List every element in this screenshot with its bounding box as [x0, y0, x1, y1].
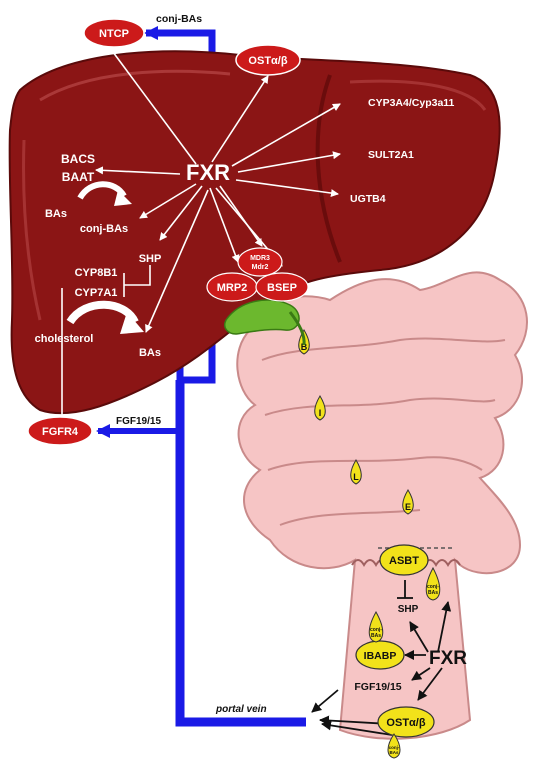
cyp7a1-label: CYP7A1	[75, 287, 118, 299]
conj-bas-liver-label: conj-BAs	[80, 223, 128, 235]
mrp2-transporter: MRP2	[207, 273, 257, 301]
cyp8b1-label: CYP8B1	[75, 267, 118, 279]
shp-intestine-label: SHP	[398, 604, 419, 615]
conj-bas-flow-label: conj-BAs	[156, 13, 202, 25]
svg-text:L: L	[353, 472, 359, 482]
ugtb4-label: UGTB4	[350, 193, 386, 205]
svg-text:FGFR4: FGFR4	[42, 426, 79, 438]
svg-text:ASBT: ASBT	[389, 555, 419, 567]
cyp3a4-label: CYP3A4/Cyp3a11	[368, 97, 455, 109]
svg-text:Mdr2: Mdr2	[252, 264, 269, 271]
portal-vein-label: portal vein	[215, 704, 267, 715]
ntcp-transporter: NTCP	[84, 19, 144, 47]
svg-text:I: I	[319, 408, 322, 418]
shp-liver-label: SHP	[139, 253, 162, 265]
bas-bottom-label: BAs	[139, 347, 161, 359]
svg-text:MDR3: MDR3	[250, 255, 270, 262]
svg-text:IBABP: IBABP	[364, 650, 397, 662]
svg-text:OSTα/β: OSTα/β	[248, 55, 287, 67]
ost-liver-transporter: OSTα/β	[236, 45, 300, 75]
bacs-label: BACS	[61, 152, 95, 166]
svg-text:OSTα/β: OSTα/β	[386, 717, 425, 729]
svg-text:BAs: BAs	[389, 750, 398, 755]
fxr-liver-label: FXR	[186, 160, 230, 185]
svg-text:E: E	[405, 502, 411, 512]
svg-text:NTCP: NTCP	[99, 28, 129, 40]
mdr3-transporter: MDR3 Mdr2	[238, 248, 282, 276]
ibabp-protein: IBABP	[356, 641, 404, 669]
asbt-transporter: ASBT	[380, 545, 428, 575]
svg-text:BAs: BAs	[371, 633, 381, 639]
fgfr4-receptor: FGFR4	[28, 417, 92, 445]
fgf-intestine-label: FGF19/15	[354, 681, 401, 693]
svg-text:BAs: BAs	[428, 590, 438, 596]
baat-label: BAAT	[62, 170, 95, 184]
fxr-intestine-label: FXR	[429, 648, 467, 669]
ost-intestine-transporter: OSTα/β	[378, 707, 434, 737]
svg-text:MRP2: MRP2	[217, 282, 248, 294]
svg-text:BSEP: BSEP	[267, 282, 297, 294]
bas-label: BAs	[45, 208, 67, 220]
sult2a1-label: SULT2A1	[368, 149, 414, 161]
bsep-transporter: BSEP	[256, 273, 308, 301]
cholesterol-label: cholesterol	[35, 333, 94, 345]
fgf-liver-label: FGF19/15	[116, 416, 161, 427]
